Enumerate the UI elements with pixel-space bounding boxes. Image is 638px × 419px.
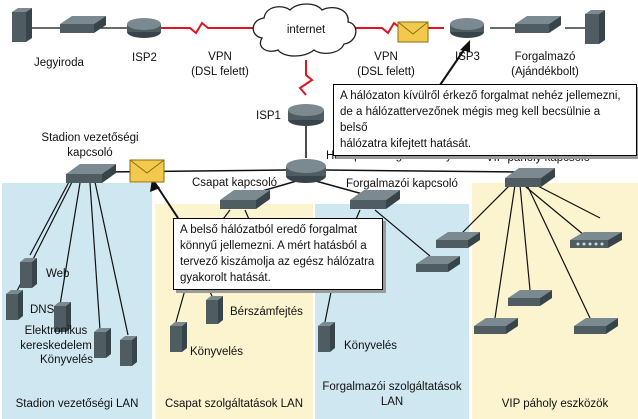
callout-line: könnyű jellemezni. A mért hatásból a	[180, 240, 367, 252]
vpn-left-label-2: (DSL felett)	[191, 66, 249, 78]
isp3-label: ISP3	[455, 51, 480, 63]
payroll-label: Bérszámfejtés	[230, 306, 303, 318]
envelope-icon	[397, 21, 429, 43]
vendor-label-2: (Ajándékbolt)	[511, 66, 579, 78]
vpn-right-label-1: VPN	[374, 51, 398, 63]
vendor-label-1: Forgalmazó	[514, 51, 576, 63]
switch-icon	[60, 16, 106, 33]
router-icon	[288, 104, 324, 126]
server-icon	[120, 336, 137, 366]
stadium-switch-label-2: kapcsoló	[67, 147, 113, 159]
switch-icon	[574, 318, 618, 334]
server-icon	[585, 10, 605, 44]
vip-devices-label: VIP páholy eszközök	[501, 398, 609, 410]
isp1-label: ISP1	[256, 110, 281, 122]
accounting-server-icon	[94, 328, 111, 358]
server-icon	[12, 8, 32, 42]
vendor-lan-label-1: Forgalmazói szolgáltatások	[322, 381, 462, 393]
callout-line: hálózatra kifejtett hatását.	[340, 138, 472, 150]
ticket-office-label: Jegyiroda	[34, 57, 84, 69]
internal-traffic-callout: A belső hálózatból eredő forgalmat könny…	[173, 218, 383, 290]
isp1-link	[298, 60, 314, 96]
accounting-server-icon	[170, 322, 187, 352]
external-traffic-callout: A hálózaton kívülről érkező forgalmat ne…	[333, 84, 637, 156]
vpn-left-label-1: VPN	[208, 51, 232, 63]
access-point-icon	[570, 232, 622, 248]
accounting-stadium-label: Könyvelés	[40, 354, 94, 366]
accounting-team-label: Könyvelés	[190, 346, 244, 358]
vpn-left-link	[160, 21, 262, 35]
callout-line: A hálózaton kívülről érkező forgalmat ne…	[340, 90, 621, 102]
dns-server-icon	[6, 290, 23, 320]
ecommerce-label-2: kereskedelem	[20, 340, 92, 352]
web-server-icon	[20, 258, 37, 288]
callout-line: A belső hálózatból eredő forgalmat	[180, 224, 358, 236]
payroll-server-icon	[206, 296, 223, 324]
switch-icon	[474, 318, 518, 334]
stadium-lan-zone	[2, 183, 152, 419]
ecommerce-label-1: Elektronikus	[24, 325, 88, 337]
dns-label: DNS	[30, 304, 55, 316]
router-icon	[450, 18, 484, 38]
switch-icon	[350, 190, 400, 209]
accounting-server-icon	[318, 322, 335, 352]
vpn-right-label-2: (DSL felett)	[357, 66, 415, 78]
callout-line: tervező kiszámolja az egész hálózatra	[180, 256, 375, 268]
internet-label: internet	[286, 24, 326, 36]
switch-icon	[515, 16, 561, 33]
callout-line: de a hálózattervezőnek mégis meg kell be…	[340, 106, 601, 134]
envelope-icon	[129, 159, 165, 183]
team-switch-label: Csapat kapcsoló	[192, 177, 278, 189]
web-label: Web	[46, 268, 70, 280]
switch-icon	[416, 256, 460, 272]
router-icon	[286, 159, 326, 183]
router-icon	[127, 18, 161, 38]
stadium-lan-label: Stadion vezetőségi LAN	[15, 398, 139, 410]
switch-icon	[436, 232, 480, 248]
switch-icon	[508, 290, 552, 306]
team-lan-label: Csapat szolgáltatások LAN	[164, 398, 304, 410]
switch-icon	[220, 190, 270, 209]
stadium-switch-label-1: Stadion vezetőségi	[41, 132, 139, 144]
accounting-vendor-label: Könyvelés	[344, 340, 398, 352]
vendor-switch-label: Forgalmazói kapcsoló	[346, 178, 458, 190]
callout-line: gyakorolt hatását.	[180, 272, 271, 284]
switch-icon	[505, 168, 555, 187]
isp2-label: ISP2	[132, 52, 157, 64]
vip-zone	[472, 183, 638, 419]
ecommerce-server-icon	[54, 302, 71, 332]
switch-icon	[66, 164, 116, 183]
vendor-lan-label-2: LAN	[380, 396, 404, 408]
